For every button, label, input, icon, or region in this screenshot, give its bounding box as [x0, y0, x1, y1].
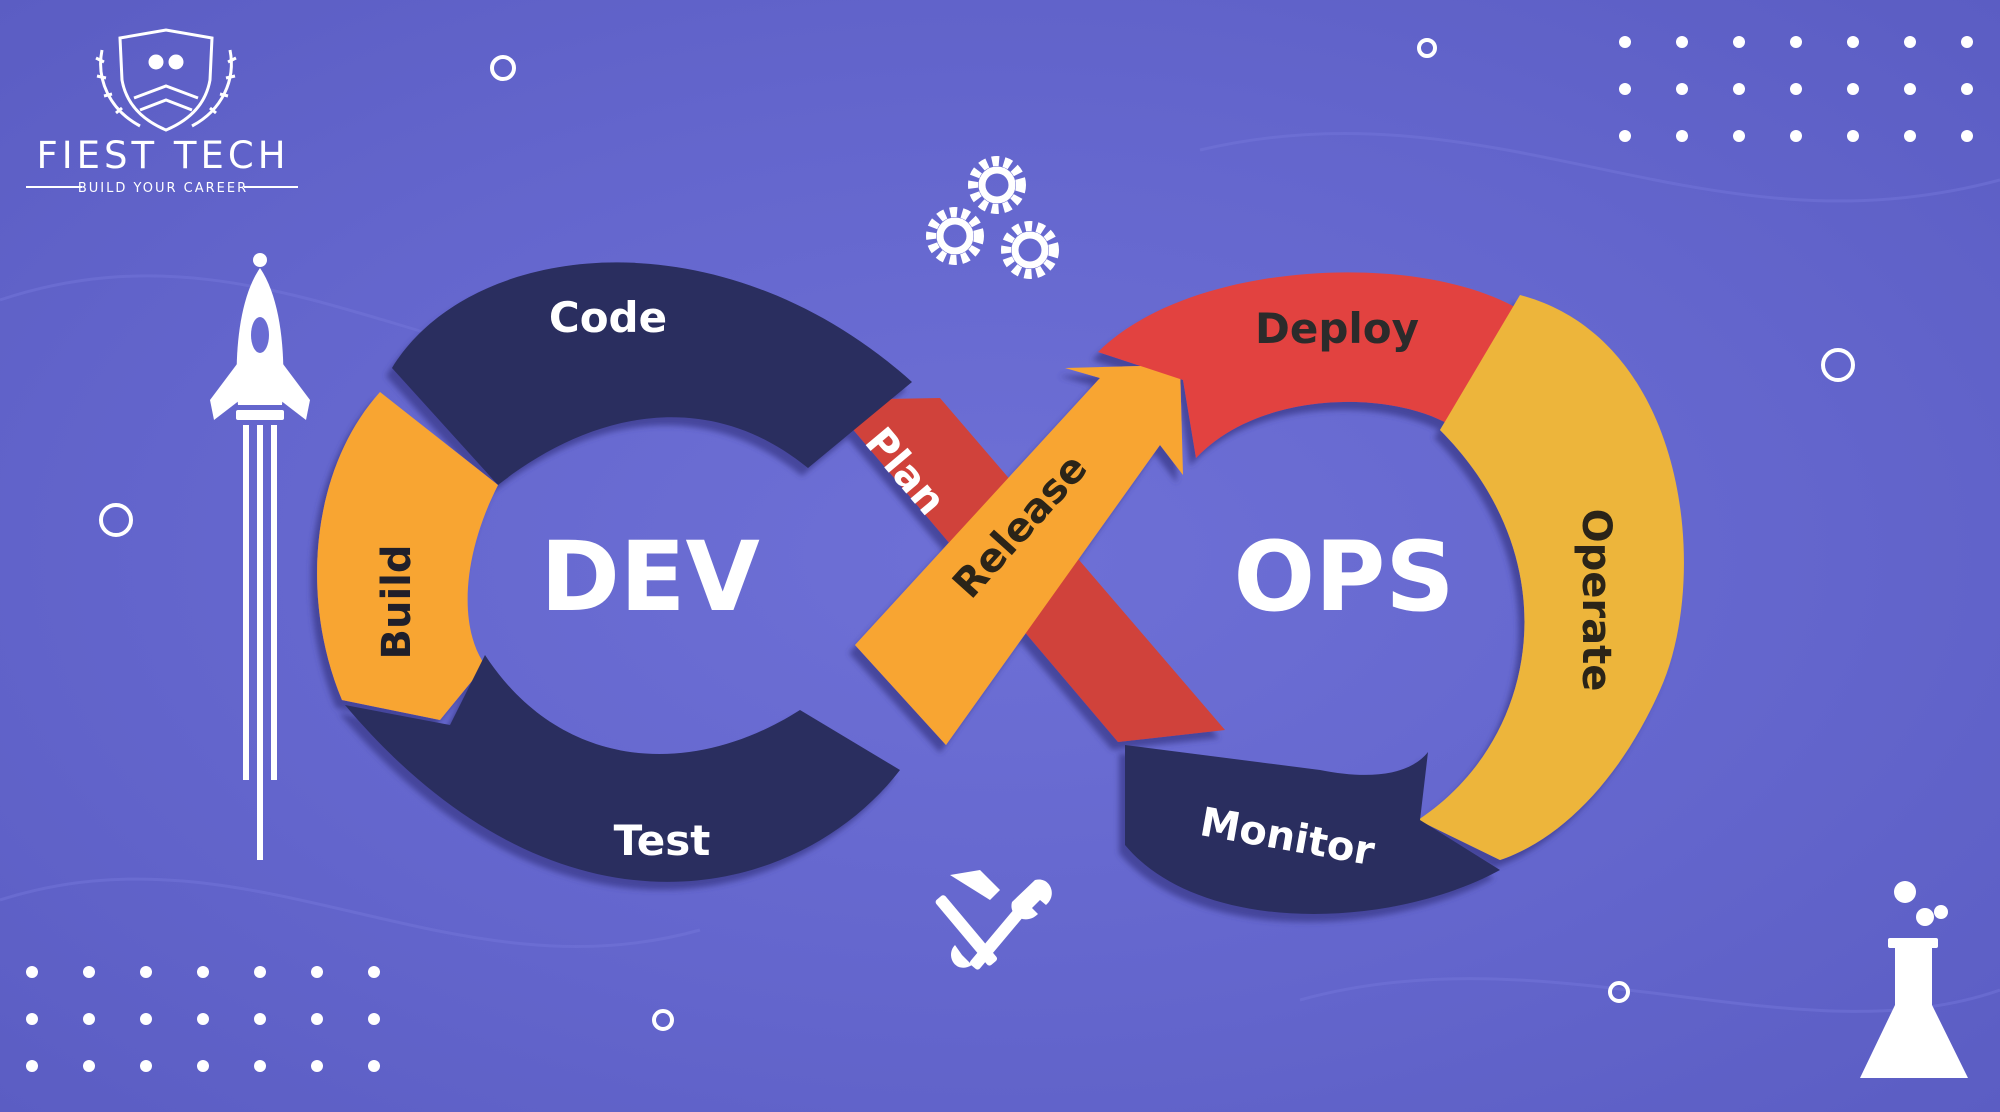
monitor-stage-segment: [1125, 745, 1500, 915]
devops-infinity-loop: [317, 262, 1684, 915]
company-logo: FIEST TECH BUILD YOUR CAREER: [26, 28, 298, 196]
test-stage-segment: [345, 655, 900, 882]
tools-icon: [935, 870, 1052, 970]
deploy-label: Deploy: [1255, 304, 1419, 353]
dot-grid-top-right: [1619, 36, 1973, 142]
dot-grid-bottom-left: [26, 966, 380, 1072]
operate-label: Operate: [1573, 509, 1619, 692]
deploy-stage-segment: [1098, 272, 1520, 458]
logo-name: FIEST TECH: [36, 134, 289, 177]
flask-icon: [1860, 881, 1968, 1078]
code-label: Code: [549, 293, 667, 342]
decorative-rings: [99, 38, 1855, 1031]
ops-label: OPS: [1233, 521, 1454, 633]
operate-stage-segment: [1418, 295, 1684, 860]
build-label: Build: [374, 544, 420, 659]
dev-label: DEV: [540, 521, 760, 633]
gears-icon: [926, 156, 1059, 279]
logo-tagline: BUILD YOUR CAREER: [78, 181, 248, 196]
test-label: Test: [614, 816, 711, 865]
build-stage-segment: [317, 392, 498, 720]
rocket-icon: [210, 253, 310, 860]
release-stage-segment: [855, 365, 1183, 745]
code-stage-segment: [392, 262, 912, 485]
shield-logo-icon: [95, 28, 237, 132]
